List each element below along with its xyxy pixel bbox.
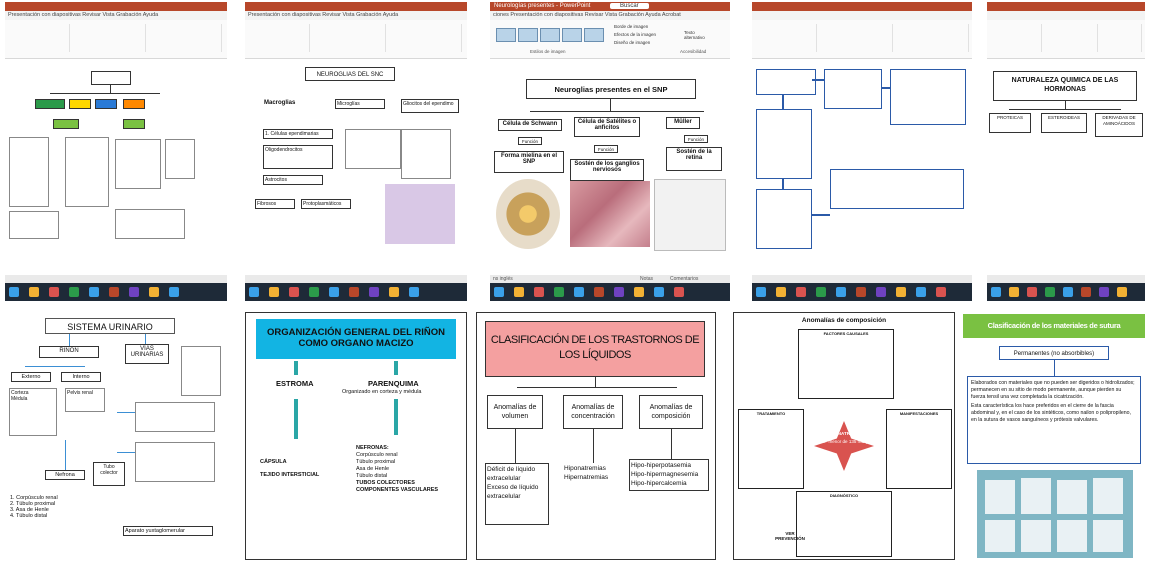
screenshot-3: Neurologías presentes - PowerPoint Busca…	[490, 2, 730, 301]
slide-canvas: NEUROGLIAS DEL SNC Macroglias Microglías…	[245, 59, 467, 275]
status-bar	[5, 275, 227, 283]
title-bar	[5, 2, 227, 11]
neuron-image	[385, 184, 455, 244]
taskbar	[752, 283, 972, 301]
picture-style-3[interactable]	[540, 28, 560, 42]
slide-title: NEUROGLIAS DEL SNC	[305, 67, 395, 81]
title-bar	[987, 2, 1145, 11]
picture-effects-button[interactable]: Efectos de la imagen	[614, 32, 657, 37]
screenshot-4	[752, 2, 972, 301]
card-title: SISTEMA URINARIO	[45, 318, 175, 334]
schwann-cell-diagram	[496, 179, 560, 249]
picture-style-1[interactable]	[496, 28, 516, 42]
ribbon-tabs[interactable]: ciones Presentación con diapositivas Rev…	[490, 11, 730, 20]
slide-title: NATURALEZA QUIMICA DE LAS HORMONAS	[993, 71, 1137, 101]
category-badge: Permanentes (no absorbibles)	[999, 346, 1109, 360]
ribbon-tabs[interactable]	[752, 11, 972, 20]
window-title: Neurologías presentes - PowerPoint	[494, 3, 591, 9]
taskbar	[245, 283, 467, 301]
card-title: CLASIFICACIÓN DE LOS TRASTORNOS DE LOS L…	[485, 321, 705, 377]
ribbon	[5, 20, 227, 59]
slide-canvas: NATURALEZA QUIMICA DE LAS HORMONAS PROTE…	[987, 59, 1145, 275]
screenshot-2: Presentación con diapositivas Revisar Vi…	[245, 2, 467, 301]
center-star	[814, 421, 874, 471]
card-sistema-urinario: SISTEMA URINARIO RIÑÓN VÍAS URINARIAS Ex…	[5, 312, 227, 560]
status-bar	[987, 275, 1145, 283]
slide-canvas	[752, 59, 972, 275]
ribbon	[987, 20, 1145, 59]
slide-canvas	[5, 59, 227, 275]
title-bar	[752, 2, 972, 11]
taskbar	[5, 283, 227, 301]
search-input[interactable]: Buscar	[610, 3, 649, 9]
picture-border-button[interactable]: Borde de imagen	[614, 24, 649, 29]
card-title: ORGANIZACIÓN GENERAL DEL RIÑON COMO ORGA…	[256, 319, 456, 359]
arrow-right	[394, 361, 398, 375]
ribbon-tabs[interactable]	[987, 11, 1145, 20]
description-box: Elaborados con materiales que no pueden …	[967, 376, 1141, 464]
retina-image	[654, 179, 726, 251]
comments-button[interactable]: Comentarios	[670, 276, 699, 282]
histology-image	[570, 181, 650, 247]
ribbon	[752, 20, 972, 59]
card-title: Clasificación de los materiales de sutur…	[963, 314, 1145, 338]
title-bar: Neurologías presentes - PowerPoint Busca…	[490, 2, 730, 11]
ribbon: Estilos de imagen Borde de imagen Efecto…	[490, 20, 730, 59]
ribbon-tabs[interactable]: Presentación con diapositivas Revisar Vi…	[245, 11, 467, 20]
ribbon	[245, 20, 467, 59]
card-materiales-sutura: Clasificación de los materiales de sutur…	[963, 312, 1145, 560]
status-bar: ns inglés Notas Comentarios	[490, 275, 730, 283]
picture-style-2[interactable]	[518, 28, 538, 42]
screenshot-5: NATURALEZA QUIMICA DE LAS HORMONAS PROTE…	[987, 2, 1145, 301]
slide-title: Neuroglias presentes en el SNP	[526, 79, 696, 99]
card-anomalias-composicion: Anomalías de composición FACTORES CAUSAL…	[733, 312, 955, 560]
picture-layout-button[interactable]: Diseño de imagen	[614, 40, 651, 45]
card-title: Anomalías de composición	[801, 317, 887, 324]
ribbon-tabs[interactable]: Presentación con diapositivas Revisar Vi…	[5, 11, 227, 20]
status-bar	[752, 275, 972, 283]
title-bar	[245, 2, 467, 11]
notes-button[interactable]: Notas	[640, 276, 654, 282]
suture-packages-image	[977, 470, 1133, 558]
screenshot-1: Presentación con diapositivas Revisar Vi…	[5, 2, 227, 301]
arrow-left	[294, 361, 298, 375]
card-clasificacion-trastornos: CLASIFICACIÓN DE LOS TRASTORNOS DE LOS L…	[476, 312, 716, 560]
status-bar	[245, 275, 467, 283]
alt-text-button[interactable]: Texto alternativo	[684, 30, 705, 40]
taskbar	[490, 283, 730, 301]
taskbar	[987, 283, 1145, 301]
picture-style-5[interactable]	[584, 28, 604, 42]
card-organizacion-rinon: ORGANIZACIÓN GENERAL DEL RIÑON COMO ORGA…	[245, 312, 467, 560]
slide-canvas: Neuroglias presentes en el SNP Célula de…	[490, 59, 730, 275]
picture-style-4[interactable]	[562, 28, 582, 42]
